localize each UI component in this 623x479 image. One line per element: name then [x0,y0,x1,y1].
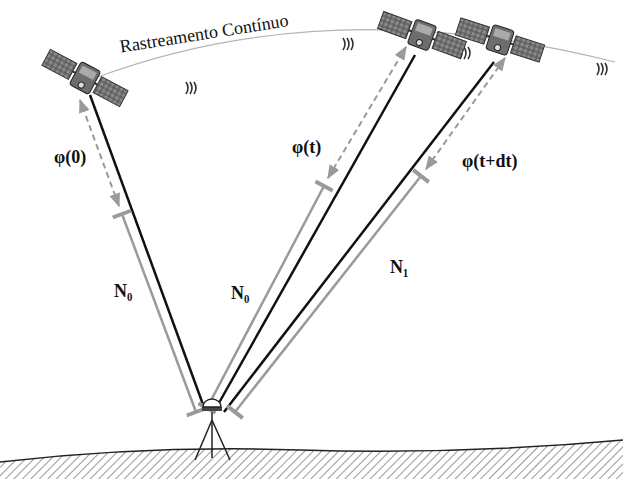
phase-label: φ(0) [52,148,88,168]
orbit-caption: Rastreamento Contínuo [116,11,291,58]
phase-label: φ(t+dt) [460,152,519,172]
ambiguity-label: N₀ [112,282,134,302]
ambiguity-label: N₁ [388,258,410,278]
phase-label: φ(t) [290,138,323,158]
ambiguity-label: N₀ [229,284,251,304]
